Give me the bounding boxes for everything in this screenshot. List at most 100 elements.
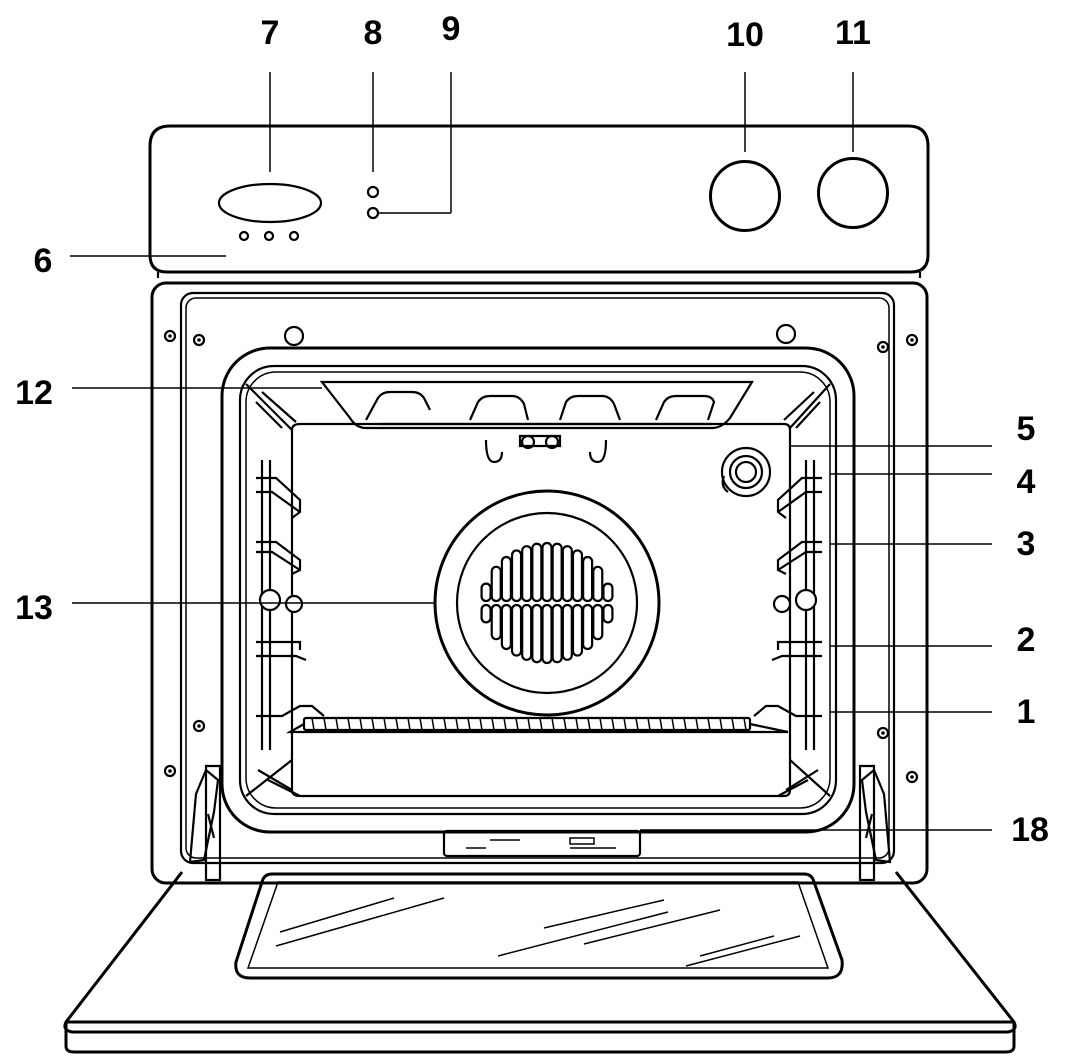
display-button-3[interactable] xyxy=(288,230,300,242)
fan-slot xyxy=(500,603,512,651)
shelf-wire xyxy=(359,717,363,731)
indicator-light-9 xyxy=(366,206,380,220)
callout-8: 8 xyxy=(364,14,383,52)
fan-slot xyxy=(602,603,614,624)
control-knob-10[interactable] xyxy=(709,160,781,232)
shelf-wire xyxy=(323,717,327,731)
fan-slot xyxy=(541,541,553,603)
fan-slot xyxy=(531,603,543,664)
callout-4: 4 xyxy=(1017,463,1036,501)
fan-slots xyxy=(480,541,614,665)
shelf-wire xyxy=(659,717,663,731)
shelf-wire xyxy=(407,717,411,731)
shelf-wire xyxy=(503,717,507,731)
shelf-wire xyxy=(527,717,531,731)
shelf-wire xyxy=(539,717,543,731)
shelf-wire xyxy=(491,717,495,731)
shelf-wire xyxy=(443,717,447,731)
control-knob-11[interactable] xyxy=(817,157,889,229)
shelf-wire xyxy=(599,717,603,731)
callout-5: 5 xyxy=(1017,410,1036,448)
shelf-wire xyxy=(395,717,399,731)
fan-slot xyxy=(531,542,543,603)
fan-slot xyxy=(510,549,523,603)
shelf-wire xyxy=(611,717,615,731)
rear-fan xyxy=(433,489,661,717)
callout-11: 11 xyxy=(835,14,871,52)
rating-plate xyxy=(442,829,642,858)
shelf-wire xyxy=(467,717,471,731)
shelf-wire xyxy=(311,717,315,731)
shelf-wire xyxy=(419,717,423,731)
shelf-wire xyxy=(587,717,591,731)
fan-slot xyxy=(582,555,594,603)
oven-door-open xyxy=(63,871,1017,1054)
fan-slot xyxy=(551,603,563,664)
shelf-wire xyxy=(719,717,723,731)
shelf-wire xyxy=(371,717,375,731)
grill-element xyxy=(319,380,754,464)
fan-slot xyxy=(490,603,502,641)
callout-1: 1 xyxy=(1017,693,1036,731)
shelf-wire xyxy=(347,717,351,731)
fan-slot xyxy=(521,603,533,661)
callout-3: 3 xyxy=(1017,525,1036,563)
fan-slot xyxy=(510,603,523,657)
oven-cavity xyxy=(220,346,856,834)
fan-slot xyxy=(561,603,573,661)
shelf-wire xyxy=(683,717,687,731)
shelf-wire xyxy=(383,717,387,731)
fan-slot xyxy=(582,603,594,651)
callout-labels: 7 8 9 10 11 6 12 13 5 4 3 2 1 18 xyxy=(15,10,1049,849)
oven-lamp xyxy=(720,446,772,498)
control-panel xyxy=(148,124,930,278)
fan-slot xyxy=(480,603,492,624)
shelf-wire xyxy=(431,717,435,731)
fan-slot xyxy=(500,555,512,603)
fan-slot xyxy=(561,545,573,603)
indicator-light-8 xyxy=(366,185,380,199)
shelf-wire xyxy=(515,717,519,731)
shelf-wire xyxy=(695,717,699,731)
shelf-wire xyxy=(563,717,567,731)
callout-18: 18 xyxy=(1011,811,1049,849)
callout-10: 10 xyxy=(726,16,764,54)
shelf-wire xyxy=(551,717,555,731)
display-button-1[interactable] xyxy=(238,230,250,242)
callout-2: 2 xyxy=(1017,621,1036,659)
shelf-wire xyxy=(671,717,675,731)
shelf-wires xyxy=(311,717,747,731)
fan-slot xyxy=(541,603,553,665)
shelf-wire xyxy=(479,717,483,731)
shelf-wire xyxy=(707,717,711,731)
display-window xyxy=(217,182,323,224)
fan-slot xyxy=(592,603,604,641)
leader-lines xyxy=(70,72,992,831)
oven-frame xyxy=(150,281,929,885)
callout-12: 12 xyxy=(15,374,53,412)
side-runners xyxy=(256,460,822,750)
callout-6: 6 xyxy=(34,242,53,280)
display-button-2[interactable] xyxy=(263,230,275,242)
shelf-wire xyxy=(455,717,459,731)
callout-13: 13 xyxy=(15,589,53,627)
fan-slot xyxy=(490,565,502,603)
frame-screws xyxy=(163,329,919,784)
fan-slot xyxy=(521,545,533,603)
door-hinges xyxy=(188,764,892,882)
shelf-wire xyxy=(635,717,639,731)
wire-shelf xyxy=(285,716,789,734)
shelf-wire xyxy=(731,717,735,731)
shelf-wire xyxy=(743,717,747,731)
fan-slot xyxy=(551,542,563,603)
callout-9: 9 xyxy=(442,10,461,48)
fan-slot xyxy=(571,549,584,603)
shelf-wire xyxy=(647,717,651,731)
fan-slot xyxy=(602,582,614,603)
shelf-wire xyxy=(335,717,339,731)
shelf-wire xyxy=(575,717,579,731)
fan-slot xyxy=(571,603,584,657)
shelf-wire xyxy=(623,717,627,731)
callout-7: 7 xyxy=(261,14,280,52)
